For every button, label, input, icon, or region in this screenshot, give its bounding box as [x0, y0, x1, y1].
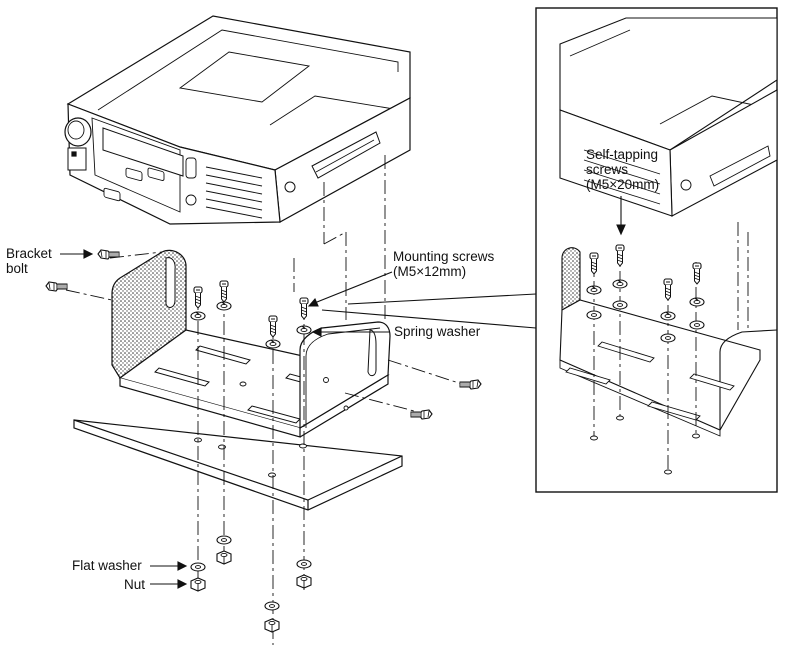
radio-unit-icon	[64, 15, 411, 225]
leader-lines	[60, 249, 537, 589]
self-tapping-label: Self-tapping screws (M5×20mm)	[586, 147, 659, 192]
nut-icon	[190, 550, 312, 633]
mounting-screws-label-line2: (M5×12mm)	[393, 264, 467, 279]
self-tapping-label-line3: (M5×20mm)	[586, 177, 660, 192]
bracket-bolt-label: Bracket bolt	[6, 246, 52, 276]
flat-washer-label: Flat washer	[72, 558, 142, 573]
self-tapping-label-line2: screws	[586, 162, 629, 177]
mounting-bracket-icon	[111, 249, 391, 438]
bracket-bolt-label-line2: bolt	[6, 261, 28, 276]
spring-washer-label: Spring washer	[394, 324, 481, 339]
mounting-screws-label: Mounting screws (M5×12mm)	[393, 249, 494, 279]
nut-label: Nut	[124, 577, 146, 592]
mounting-surface-icon	[73, 419, 403, 511]
bracket-bolt-label-line1: Bracket	[6, 246, 52, 261]
screw-icon	[193, 280, 309, 338]
self-tapping-label-line1: Self-tapping	[586, 147, 659, 162]
inset-detail	[535, 7, 778, 493]
mounting-screws-label-line1: Mounting screws	[393, 249, 495, 264]
